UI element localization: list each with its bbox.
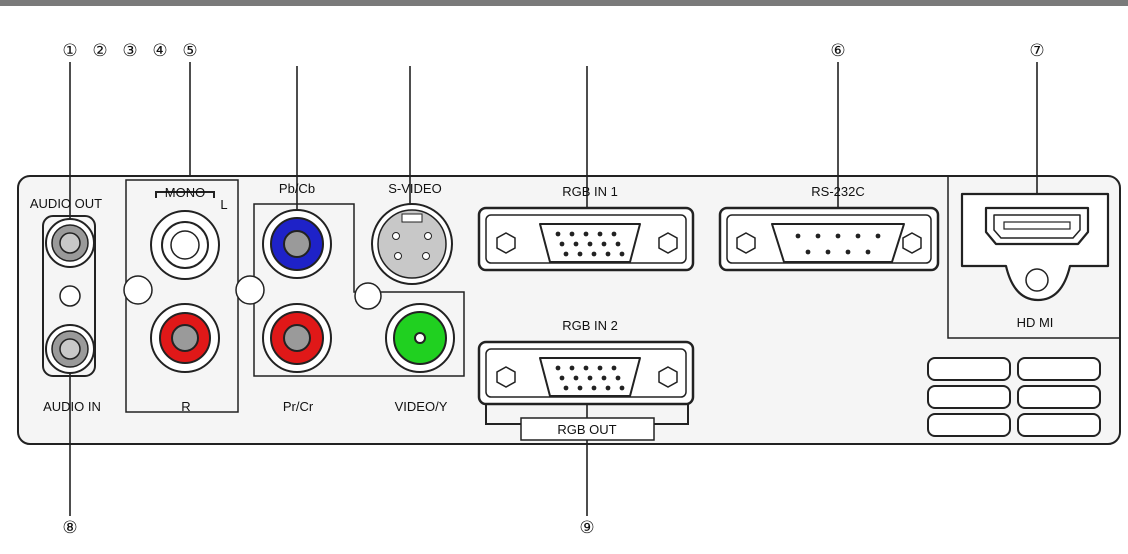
vent-slot	[927, 413, 1011, 437]
vent-slot	[1017, 385, 1101, 409]
pin-hole	[597, 231, 603, 237]
pin-hole	[615, 241, 621, 247]
rgb-in-2-port	[477, 340, 695, 406]
pin-hole	[815, 233, 821, 239]
component-group-box	[253, 203, 465, 377]
callout-9: ⑨	[579, 518, 594, 537]
pin-hole	[597, 365, 603, 371]
pin-hole	[835, 233, 841, 239]
callout-5: ⑤	[182, 41, 197, 60]
pr-cr-label: Pr/Cr	[283, 399, 314, 414]
pin-hole	[583, 231, 589, 237]
pin-hole	[577, 251, 583, 257]
pin-hole	[615, 375, 621, 381]
pin-hole	[555, 231, 561, 237]
pin-hole	[577, 385, 583, 391]
video-y-label: VIDEO/Y	[395, 399, 448, 414]
right-label: R	[181, 399, 190, 414]
rgb-in-1-port	[477, 206, 695, 272]
audio-out-label: AUDIO OUT	[30, 196, 102, 211]
vent-slot	[1017, 357, 1101, 381]
audio-out-jack	[45, 218, 95, 268]
pin-hole	[559, 375, 565, 381]
pin-hole	[591, 251, 597, 257]
pin-hole	[555, 365, 561, 371]
pb-cb-jack	[262, 209, 332, 279]
pin-hole	[563, 251, 569, 257]
hdmi-label: HD MI	[1017, 315, 1054, 330]
pr-cr-jack	[262, 303, 332, 373]
left-label: L	[220, 197, 227, 212]
pin-hole	[601, 241, 607, 247]
video-y-jack	[385, 303, 455, 373]
callout-2: ②	[92, 41, 107, 60]
audio-right-jack	[150, 303, 220, 373]
pin-hole	[619, 251, 625, 257]
mono-label: MONO	[165, 185, 205, 200]
pin-hole	[569, 365, 575, 371]
callout-3: ③	[122, 41, 137, 60]
rgb-out-label: RGB OUT	[557, 422, 616, 437]
top-border	[0, 0, 1128, 6]
audio-in-label: AUDIO IN	[43, 399, 101, 414]
pin-hole	[563, 385, 569, 391]
pin-hole	[583, 365, 589, 371]
vent-slot	[927, 385, 1011, 409]
pin-hole	[865, 249, 871, 255]
hdmi-port	[960, 192, 1110, 302]
pin-hole	[825, 249, 831, 255]
pin-hole	[611, 231, 617, 237]
callout-8: ⑧	[62, 518, 77, 537]
mono-bracket	[155, 191, 215, 198]
pin-hole	[605, 251, 611, 257]
rs232c-label: RS-232C	[811, 184, 864, 199]
audio-mid-hole	[59, 285, 81, 307]
pb-cb-label: Pb/Cb	[279, 181, 315, 196]
s-video-port	[371, 203, 453, 285]
callout-7: ⑦	[1029, 41, 1044, 60]
hdmi-section-border	[947, 176, 1120, 339]
vent-slot	[1017, 413, 1101, 437]
pin-hole	[845, 249, 851, 255]
rs232c-port	[718, 206, 940, 272]
s-video-side-hole	[354, 282, 382, 310]
rgb-in-2-label: RGB IN 2	[562, 318, 618, 333]
audio-bracket	[42, 215, 96, 377]
pin-hole	[587, 375, 593, 381]
rgb-out-label-box	[520, 417, 655, 441]
pin-hole	[569, 231, 575, 237]
pin-hole	[601, 375, 607, 381]
audio-in-jack	[45, 324, 95, 374]
callout-6: ⑥	[830, 41, 845, 60]
rgb-out-bracket	[485, 404, 689, 425]
mono-side-hole	[123, 275, 153, 305]
callout-1: ①	[62, 41, 77, 60]
audio-left-jack	[150, 210, 220, 280]
pin-hole	[591, 385, 597, 391]
pin-hole	[619, 385, 625, 391]
pin-hole	[573, 241, 579, 247]
vent-slot	[927, 357, 1011, 381]
pin-hole	[875, 233, 881, 239]
vent-grille	[927, 357, 1101, 437]
component-side-hole	[235, 275, 265, 305]
pin-hole	[587, 241, 593, 247]
rgb-in-1-label: RGB IN 1	[562, 184, 618, 199]
pin-hole	[573, 375, 579, 381]
pin-hole	[559, 241, 565, 247]
pin-hole	[611, 365, 617, 371]
pin-hole	[795, 233, 801, 239]
callout-4: ④	[152, 41, 167, 60]
pin-hole	[605, 385, 611, 391]
s-video-label: S-VIDEO	[388, 181, 441, 196]
pin-hole	[855, 233, 861, 239]
pin-hole	[805, 249, 811, 255]
